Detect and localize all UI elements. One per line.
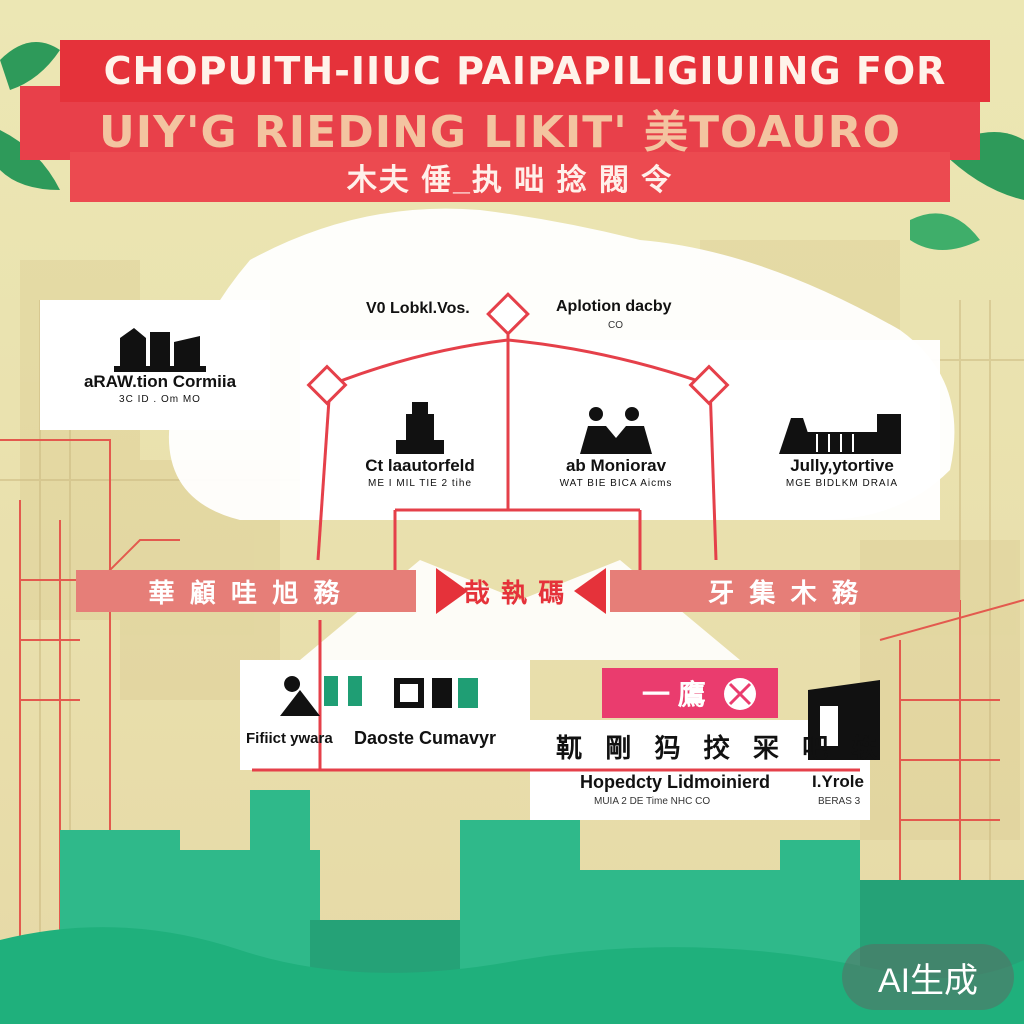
mid-node-1: Ct laautorfeld ME I MIL TIE 2 tihe: [330, 400, 510, 489]
top-node-right-label: Aplotion dacby: [556, 298, 672, 315]
tower-icon: [396, 402, 444, 454]
title-line-3: 木夫 倕_执 咄 捻 閥 令: [346, 164, 674, 197]
workers-icon: [580, 407, 652, 454]
connector-bar-right: 牙 集 木 務: [610, 570, 960, 612]
bottom-mid-label: Daoste Cumavyr: [354, 728, 497, 748]
mid-node-2-label: ab Moniorav: [565, 456, 667, 475]
bottom-left-label: Fifiict ywara: [246, 730, 333, 747]
mid-node-2-sub: WAT BIE BICA Aicms: [559, 478, 673, 489]
bottom-far-label: I.Yrole: [812, 772, 864, 791]
bottom-right-sub: MUIA 2 DE Time NHC CO: [594, 796, 711, 807]
left-node: aRAW.tion Cormiia 3C ID . Om MO: [60, 322, 260, 405]
mid-node-3: Jully,ytortive MGE BIDLKM DRAIA: [752, 408, 932, 489]
ai-generated-watermark: AI生成: [842, 944, 1014, 1010]
mid-node-3-sub: MGE BIDLKM DRAIA: [785, 478, 899, 489]
title-banner-top: CHOPUITH-IIUC PAIPAPILIGIUIING FOR: [60, 40, 990, 102]
title-banner-bottom: 木夫 倕_执 咄 捻 閥 令: [70, 152, 950, 202]
top-node-right-sub: CO: [608, 320, 623, 331]
card-bottom-left: [240, 660, 530, 770]
cjk-row: 靰 剛 犸 挍 冞 吧 轶: [556, 733, 886, 763]
mid-node-1-label: Ct laautorfeld: [365, 456, 475, 475]
connector-center: 哉 執 碼: [463, 577, 567, 608]
title-line-2: UIY'G RIEDING LIKIT' 美TOAURO: [99, 107, 901, 158]
title-banner-mid: UIY'G RIEDING LIKIT' 美TOAURO: [20, 100, 980, 158]
factory-icon: [779, 414, 901, 454]
left-node-sub: 3C ID . Om MO: [119, 394, 201, 405]
top-node-left-label: V0 Lobkl.Vos.: [366, 300, 470, 317]
connector-bar-left: 華 顧 哇 旭 務: [76, 570, 416, 612]
hot-label-box: 一 鷹: [602, 668, 778, 718]
left-node-label: aRAW.tion Cormiia: [83, 372, 237, 391]
bottom-right-label: Hopedcty Lidmoinierd: [580, 772, 771, 792]
mid-node-1-sub: ME I MIL TIE 2 tihe: [367, 478, 473, 489]
mid-node-2: ab Moniorav WAT BIE BICA Aicms: [536, 404, 696, 489]
mid-node-3-label: Jully,ytortive: [790, 456, 894, 475]
title-line-1: CHOPUITH-IIUC PAIPAPILIGIUIING FOR: [103, 49, 947, 93]
building-icon: [114, 328, 206, 372]
bottom-far-sub: BERAS 3: [818, 796, 861, 807]
